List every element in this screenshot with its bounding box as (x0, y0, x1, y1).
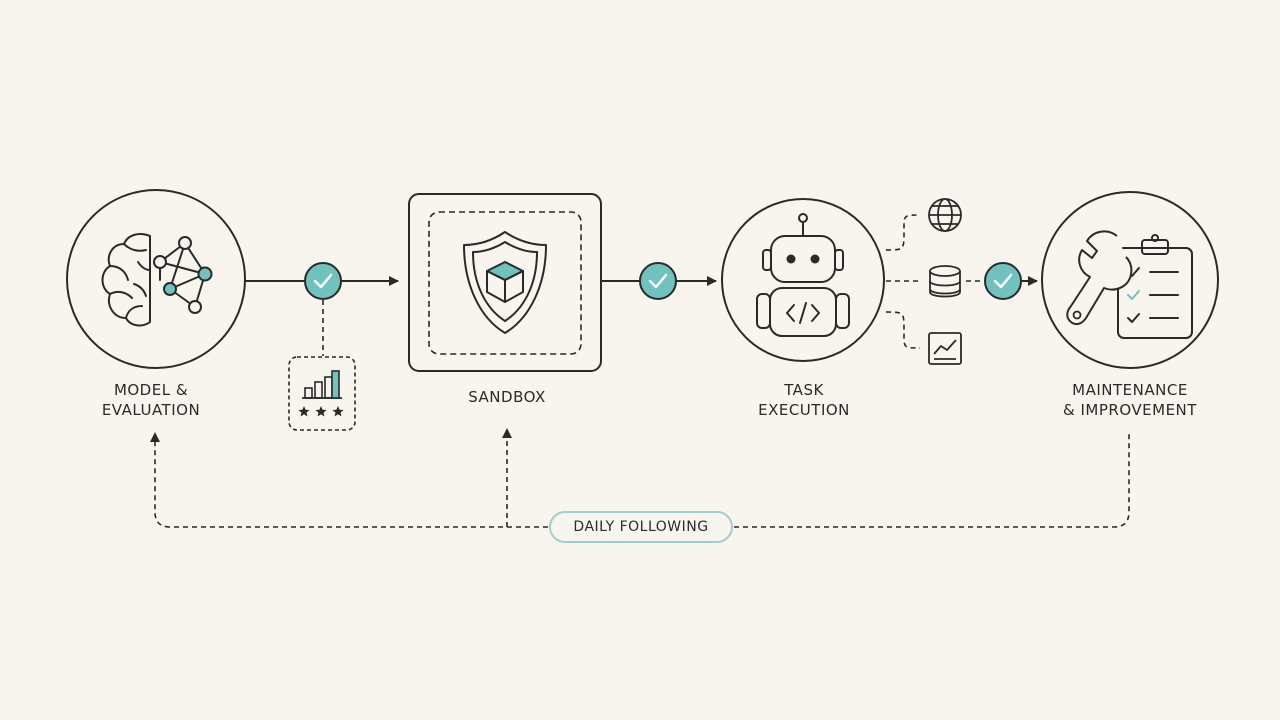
stage-label-maintenance: MAINTENANCE & IMPROVEMENT (1035, 380, 1225, 420)
stage-label-sandbox: SANDBOX (427, 387, 587, 407)
dashed-connectors (154, 214, 1130, 528)
stage-label-line: MAINTENANCE (1072, 381, 1188, 399)
stage-label-line: EVALUATION (101, 401, 201, 419)
stage-label-line: SANDBOX (468, 388, 546, 406)
metrics-card (288, 356, 356, 431)
connector-tool-chart (885, 311, 921, 349)
stage-label-line: EXECUTION (758, 401, 850, 419)
stage-maintenance-improvement (1041, 191, 1219, 369)
check-badge (639, 262, 677, 300)
bar-chart-rating-icon (298, 370, 344, 417)
globe-icon (928, 198, 962, 232)
feedback-arrowhead-sandbox (502, 428, 512, 438)
stage-label-task: TASK EXECUTION (724, 380, 884, 420)
wrench-icon (1066, 230, 1133, 326)
robot-code-icon (756, 213, 850, 337)
check-badge (304, 262, 342, 300)
shield-cube-icon (463, 231, 547, 334)
database-icon (929, 265, 961, 298)
feedback-loop-label: DAILY FOLLOWING (573, 519, 709, 535)
check-badge (984, 262, 1022, 300)
stage-label-line: & IMPROVEMENT (1063, 401, 1197, 419)
feedback-loop-line-left (154, 440, 548, 528)
feedback-arrowhead-model (150, 432, 160, 442)
chart-icon (928, 332, 962, 365)
stage-label-model: MODEL & EVALUATION (71, 380, 231, 420)
feedback-loop-pill: DAILY FOLLOWING (549, 511, 733, 543)
connector-tool-globe (885, 214, 921, 251)
stage-label-line: TASK (784, 381, 824, 399)
stage-model-evaluation (66, 189, 246, 369)
stage-label-line: MODEL & (113, 381, 189, 399)
feedback-loop-line-right (734, 432, 1130, 528)
wrench-checklist-icon (1117, 234, 1193, 339)
stage-task-execution (721, 198, 885, 362)
stage-sandbox (408, 193, 602, 372)
